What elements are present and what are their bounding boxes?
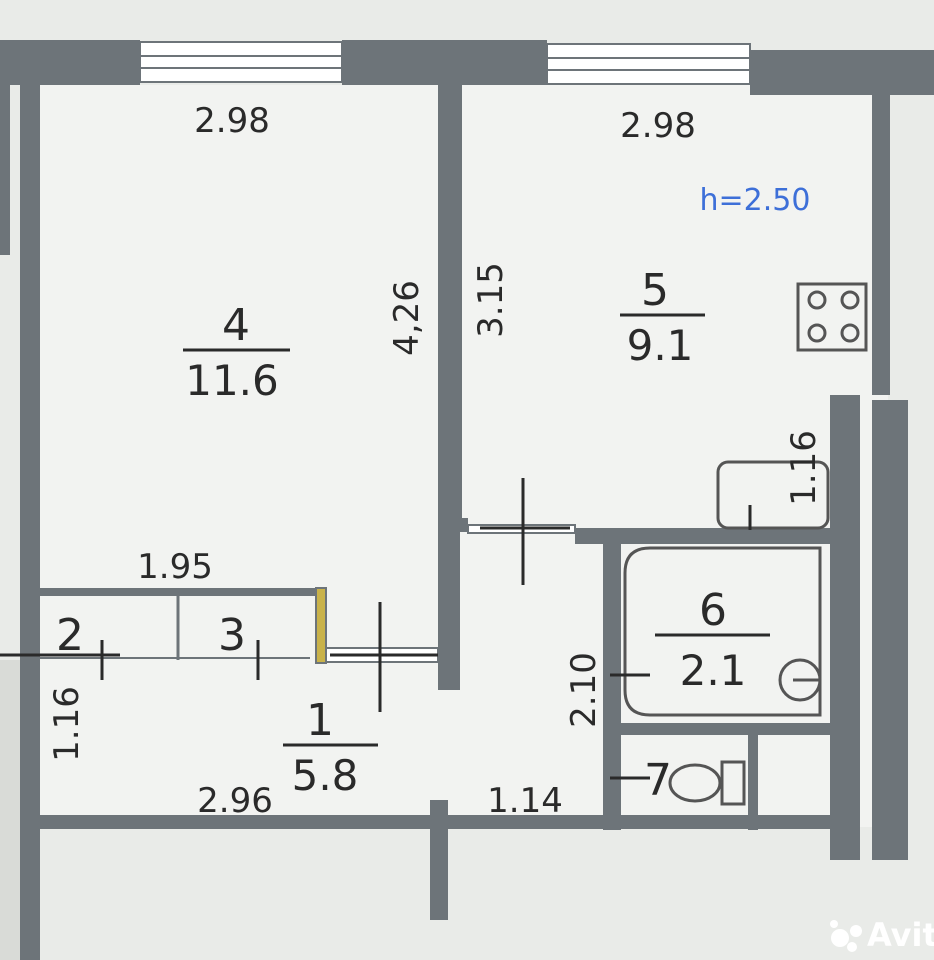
exterior-walls: [0, 40, 934, 960]
dim-room4-length: 4,26: [387, 280, 427, 356]
dim-hall-width: 1.16: [47, 686, 87, 762]
sink-icon: [716, 460, 830, 530]
fraction-bars: [183, 313, 770, 747]
room-5-number: 5: [641, 265, 669, 316]
stove-icon: [796, 282, 868, 352]
bathtub-icon: [623, 546, 822, 717]
room-6-number: 6: [699, 585, 727, 636]
room-3-number: 3: [218, 610, 246, 661]
room-4-area: 11.6: [185, 356, 279, 405]
ceiling-height-label: h=2.50: [700, 183, 811, 218]
door-marks: [0, 478, 752, 780]
toilet-icon: [668, 760, 746, 806]
apartment-floor: [38, 85, 888, 827]
room-2-number: 2: [56, 610, 84, 661]
watermark: Avito: [830, 916, 934, 954]
closets: [30, 587, 439, 664]
window-room-5: [546, 43, 751, 85]
room-5-area: 9.1: [627, 321, 694, 370]
window-room-4: [139, 41, 343, 83]
watermark-text: Avito: [867, 916, 934, 954]
dim-room5-width: 2.98: [620, 106, 696, 146]
dim-hall-length: 2.96: [197, 781, 273, 821]
dim-room5-length: 3.15: [471, 262, 511, 338]
avito-logo-icon: [830, 920, 862, 952]
dim-kitchen-niche: 1.16: [784, 430, 824, 506]
dim-closets-length: 1.95: [137, 547, 213, 587]
room-7-number: 7: [644, 755, 672, 806]
dim-hall-tail: 1.14: [487, 781, 563, 821]
room-4-number: 4: [222, 300, 250, 351]
room-6-area: 2.1: [680, 646, 747, 695]
dim-bath-width: 2.10: [564, 652, 604, 728]
dim-room4-width: 2.98: [194, 101, 270, 141]
room-1-area: 5.8: [292, 751, 359, 800]
room-1-number: 1: [306, 695, 334, 746]
interior-walls: [430, 85, 830, 920]
